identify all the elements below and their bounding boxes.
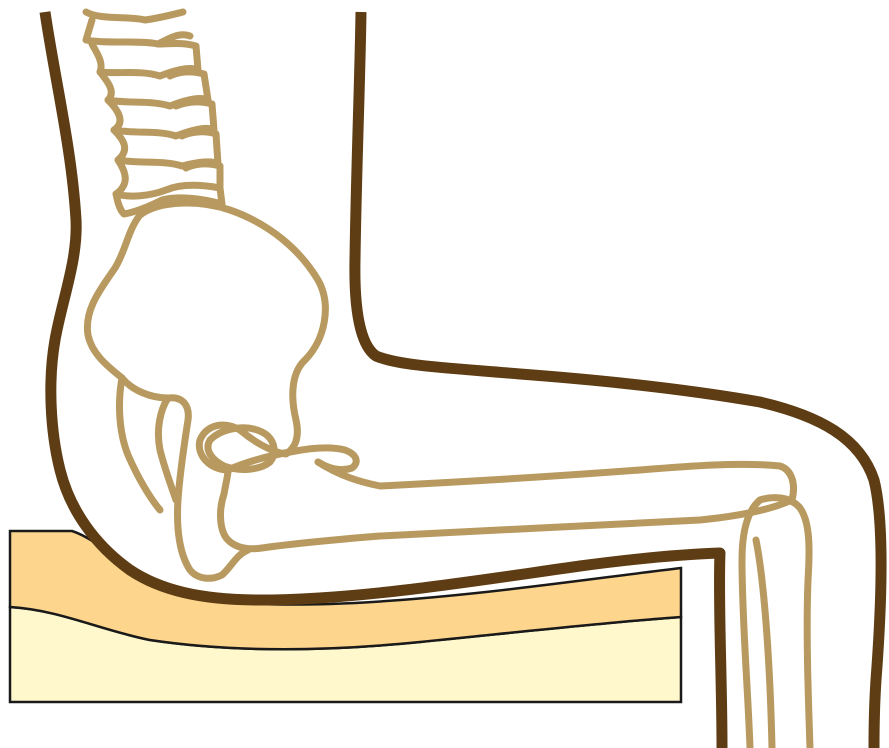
- femur: [221, 448, 794, 549]
- lumbar-spine: [86, 12, 222, 214]
- lower-leg-bones: [742, 498, 810, 748]
- femur-shaft: [221, 462, 794, 549]
- fibula-inner: [756, 540, 772, 748]
- pelvis: [87, 203, 325, 578]
- vertebra-1: [86, 12, 190, 44]
